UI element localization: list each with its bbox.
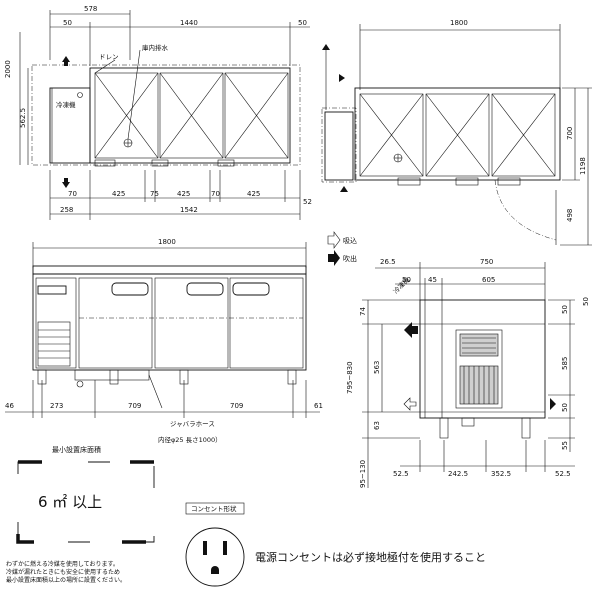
outlet-icon (185, 527, 245, 587)
front-view: 1800 ジャバラホース 内径φ25 長さ1000） (5, 238, 323, 444)
front-hose-label: ジャバラホース (170, 420, 215, 428)
top-dim-52: 52 (303, 198, 312, 206)
front-hose-spec: 内径φ25 長さ1000） (158, 435, 222, 444)
right-dim-50b: 50 (561, 305, 569, 314)
min-area-box: 最小設置床面積 6 ㎡ 以上 (16, 445, 156, 544)
airflow-legend: 吸込 吹出 (327, 231, 357, 266)
top-dim-258: 258 (60, 206, 73, 214)
right-dim-3525: 352.5 (491, 470, 511, 478)
front-dim-1800: 1800 (158, 238, 176, 246)
top-dim-75: 75 (150, 190, 159, 198)
top-dim-1440: 1440 (180, 19, 198, 27)
outlet-title: コンセント形状 (191, 504, 237, 513)
min-area-title: 最小設置床面積 (52, 445, 101, 454)
top-indoor-drain-label: 庫内排水 (142, 43, 169, 52)
right-dim-525b: 52.5 (555, 470, 571, 478)
right-dim-55: 55 (561, 441, 569, 450)
right-dim-525a: 52.5 (393, 470, 409, 478)
min-area-note: わずかに燃える冷媒を使用しております。 冷媒が漏れたときにも安全に使用するため … (6, 561, 126, 585)
right-dim-50a: 50 (402, 276, 411, 284)
right-dim-750: 750 (480, 258, 493, 266)
right-dim-95: 95~130 (359, 460, 367, 488)
right-dim-265: 26.5 (380, 258, 396, 266)
min-area-note-line-3: 最小設置床面積以上の場所に設置ください。 (6, 577, 127, 584)
right-dim-50-small: 50 (582, 297, 590, 306)
outlet-note: 電源コンセントは必ず接地極付を使用すること (255, 550, 486, 564)
outlet-block: コンセント形状 電源コンセントは必ず接地極付を使用すること (185, 502, 486, 587)
top-dim-70a: 70 (68, 190, 77, 198)
top-dim-578: 578 (84, 5, 97, 13)
legend-intake: 吸込 (343, 236, 357, 245)
legend-exhaust: 吹出 (343, 254, 357, 263)
top-dim-70b: 70 (211, 190, 220, 198)
right-dim-585: 585 (561, 357, 569, 370)
top-dim-1542: 1542 (180, 206, 198, 214)
min-area-note-line-1: わずかに燃える冷媒を使用しております。 (6, 561, 119, 568)
top-dim-50a: 50 (63, 19, 72, 27)
front-dim-46: 46 (5, 402, 14, 410)
side-dim-498: 498 (566, 209, 574, 222)
right-dim-74: 74 (359, 307, 367, 316)
right-dim-563: 563 (373, 361, 381, 374)
side-dim-700: 700 (566, 127, 574, 140)
side-view-top: 1800 700 (321, 19, 592, 246)
top-dim-425a: 425 (112, 190, 125, 198)
front-dim-709b: 709 (230, 402, 243, 410)
top-refrig-label: 冷凍機 (56, 100, 76, 109)
top-dim-5625: 562.5 (19, 108, 27, 128)
front-dim-273: 273 (50, 402, 63, 410)
top-dim-2000: 2000 (4, 60, 12, 78)
right-dim-45: 45 (428, 276, 437, 284)
top-dim-425c: 425 (247, 190, 260, 198)
right-dim-50c: 50 (561, 403, 569, 412)
front-dim-709a: 709 (128, 402, 141, 410)
right-dim-63: 63 (373, 421, 381, 430)
min-area-value: 6 ㎡ 以上 (38, 493, 102, 511)
right-dim-605: 605 (482, 276, 495, 284)
right-side-view: 26.5 750 50 45 605 冷凍機 (346, 258, 590, 488)
top-dim-425b: 425 (177, 190, 190, 198)
min-area-note-line-2: 冷媒が漏れたときにも安全に使用するため (6, 569, 121, 576)
top-drain-label: ドレン (99, 53, 119, 61)
right-dim-2425: 242.5 (448, 470, 468, 478)
side-dim-1198: 1198 (579, 157, 587, 175)
top-view: 578 50 1440 50 2000 562.5 冷凍機 (4, 5, 312, 220)
right-dim-795: 795~830 (346, 361, 354, 394)
front-dim-61: 61 (314, 402, 323, 410)
top-dim-50b: 50 (298, 19, 307, 27)
side-dim-1800: 1800 (450, 19, 468, 27)
